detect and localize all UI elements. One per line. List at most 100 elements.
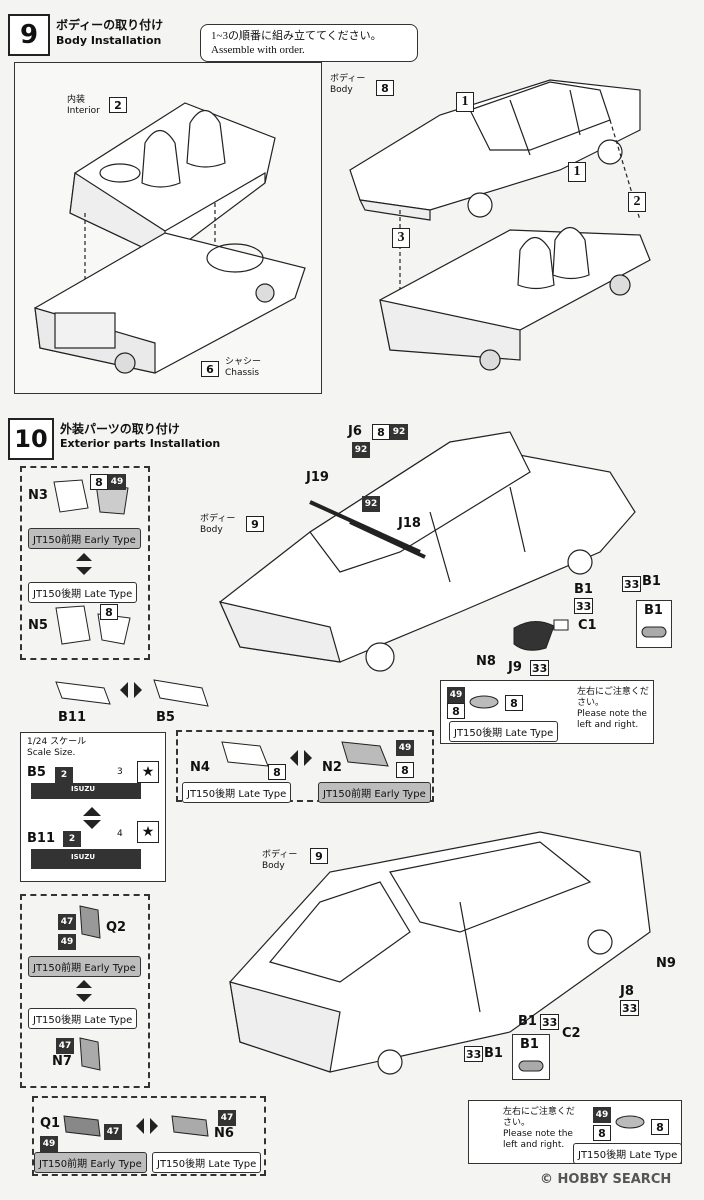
paint-8-n8-b: 8 — [505, 695, 523, 711]
body-label-step9-jp: ボディー — [330, 74, 366, 84]
part-j6-label: J6 — [348, 424, 362, 439]
body-label-step10-en: Body — [200, 525, 223, 535]
interior-label-en: Interior — [67, 106, 100, 116]
part-b5-label: B5 — [156, 710, 175, 725]
paint-8-n4: 8 — [268, 764, 286, 780]
paint-8-j6: 8 — [372, 424, 390, 440]
car-rear-exterior-drawing — [229, 831, 651, 1075]
callout-en: Assemble with order. — [211, 44, 305, 56]
chassis-label-jp: シャシー — [225, 357, 262, 367]
scale-badge-box: 1/24 スケール Scale Size. B5 2 3 ISUZU ★ B11… — [20, 732, 166, 882]
star-mark-b5: ★ — [137, 761, 159, 783]
part-n7-drawing — [79, 1037, 101, 1071]
part-n2-drawing — [341, 741, 389, 767]
b5-isuzu-badge: ISUZU — [71, 785, 96, 793]
step-9-title-jp: ボディーの取り付け — [56, 18, 164, 32]
chassis-label: シャシー Chassis — [225, 357, 261, 379]
part-b5-drawing — [153, 679, 209, 707]
paint-33-j9: 33 — [530, 660, 550, 676]
note2-jp: 左右にご注意ください。 — [503, 1107, 575, 1128]
scale-jp: 1/24 スケール — [27, 737, 87, 747]
paint-47-q1: 47 — [104, 1124, 122, 1140]
b1-inset-label: B1 — [644, 603, 663, 618]
part-n7-label: N7 — [52, 1054, 72, 1069]
part-c1-label: C1 — [578, 618, 597, 633]
paint-8-n8-a: 8 — [447, 703, 465, 719]
part-q1-drawing — [63, 1115, 101, 1137]
body-label-step10: ボディー Body — [200, 514, 235, 536]
part-n4-label: N4 — [190, 760, 210, 775]
swap-arrows-scale — [83, 807, 101, 829]
body-label-rear: ボディー Body — [262, 850, 297, 872]
assembly-order-callout: 1~3の順番に組み立ててください。 Assemble with order. — [200, 24, 418, 62]
part-n8-label: N8 — [476, 654, 496, 669]
n9-note-box: 左右にご注意ください。 Please note the left and rig… — [468, 1100, 683, 1164]
part-q2-label: Q2 — [106, 920, 127, 935]
early-type-badge-front: JT150前期 Early Type — [28, 528, 141, 549]
paint-33-b1-side: 33 — [574, 598, 594, 614]
part-n4-drawing — [221, 741, 269, 767]
paint-8-n5: 8 — [100, 604, 118, 620]
hobby-search-watermark: © HOBBY SEARCH — [540, 1172, 672, 1187]
scale-label: 1/24 スケール Scale Size. — [27, 737, 86, 759]
swap-arrows-front — [76, 553, 92, 575]
step9-left-panel: 内装 Interior 2 シャシー Chassis 6 — [14, 62, 322, 394]
b1-inset-rear-label: B1 — [520, 1037, 539, 1052]
body-label-rear-jp: ボディー — [262, 850, 298, 860]
late-type-badge-n6: JT150後期 Late Type — [152, 1152, 262, 1173]
b1-inset-drawing — [641, 626, 667, 638]
part-j19-label: J19 — [306, 470, 329, 485]
front-lamp-type-box — [20, 466, 150, 660]
part-q2-drawing — [79, 905, 101, 939]
part-n5-label: N5 — [28, 618, 48, 633]
part-n2-label: N2 — [322, 760, 342, 775]
callout-jp: 1~3の順番に組み立ててください。 — [211, 30, 382, 42]
body-part-number-rear: 9 — [310, 848, 328, 864]
paint-49-n3: 49 — [108, 474, 126, 490]
part-n3-label: N3 — [28, 488, 48, 503]
early-type-badge-n2: JT150前期 Early Type — [318, 782, 431, 803]
decal-4: 4 — [117, 829, 123, 839]
paint-47-q2: 47 — [58, 914, 76, 930]
interior-chassis-drawing — [34, 102, 306, 374]
step-10-title-en: Exterior parts Installation — [60, 437, 221, 450]
paint-2-b5: 2 — [55, 767, 73, 783]
part-n9-label: N9 — [656, 956, 676, 971]
interior-part-number: 2 — [109, 97, 127, 113]
body-label-step9-en: Body — [330, 85, 353, 95]
rear-lamp-type-box — [20, 894, 150, 1088]
late-type-badge-n4: JT150後期 Late Type — [182, 782, 292, 803]
scale-en: Scale Size. — [27, 748, 76, 758]
step-10-number: 10 — [8, 418, 54, 460]
part-b11-drawing — [55, 681, 111, 705]
early-type-badge-q1: JT150前期 Early Type — [34, 1152, 147, 1173]
decal-3: 3 — [117, 767, 123, 777]
paint-49-q1: 49 — [40, 1136, 58, 1152]
chassis-part-number: 6 — [201, 361, 219, 377]
paint-33-b1-rear-b: 33 — [464, 1046, 484, 1062]
b1-inset-front: B1 — [636, 600, 672, 648]
scale-b5-label: B5 — [27, 765, 46, 780]
step-9-title-en: Body Installation — [56, 34, 162, 47]
rear-corner-type-box — [176, 730, 434, 802]
order-marker-3: 3 — [392, 228, 410, 248]
late-type-badge-n8: JT150後期 Late Type — [449, 721, 559, 742]
interior-label-jp: 内装 — [67, 95, 86, 105]
part-q1-label: Q1 — [40, 1116, 61, 1131]
late-type-badge-n9: JT150後期 Late Type — [573, 1143, 683, 1164]
part-j9-mirror-drawing — [513, 619, 569, 651]
paint-33-j8: 33 — [620, 1000, 640, 1016]
swap-arrows-rear — [76, 980, 92, 1002]
paint-47-n6: 47 — [218, 1110, 236, 1126]
paint-47-n7: 47 — [56, 1038, 74, 1054]
paint-8-n9-b: 8 — [651, 1119, 669, 1135]
paint-8-n3: 8 — [90, 474, 108, 490]
b11-grille-strip — [31, 849, 141, 869]
body-label-step9: ボディー Body — [330, 74, 365, 96]
note1-en: Please note the left and right. — [577, 709, 647, 730]
part-j18-label: J18 — [398, 516, 421, 531]
paint-92-wiper: 92 — [362, 496, 380, 512]
paint-2-b11: 2 — [63, 831, 81, 847]
order-marker-2: 2 — [628, 192, 646, 212]
part-j8-label: J8 — [620, 984, 634, 999]
